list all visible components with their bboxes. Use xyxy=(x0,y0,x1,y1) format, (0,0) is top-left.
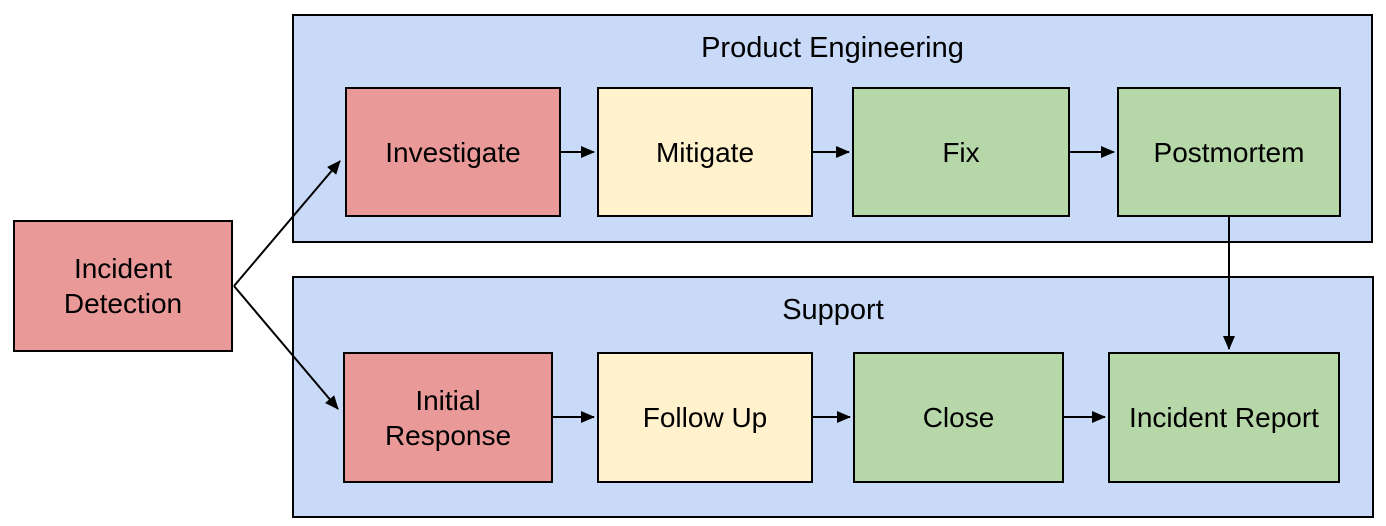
node-incident-detection: Incident Detection xyxy=(13,220,233,352)
node-label: Incident Report xyxy=(1129,402,1319,433)
lane-title-support: Support xyxy=(782,294,884,326)
node-label: Investigate xyxy=(385,136,521,168)
node-label: Follow Up xyxy=(642,402,768,433)
node-label: Postmortem xyxy=(1153,136,1305,168)
node-label: Fix xyxy=(942,136,980,168)
node-incident-report: Incident Report xyxy=(1108,352,1340,483)
node-close: Close xyxy=(853,352,1064,483)
node-investigate: Investigate xyxy=(345,87,561,217)
node-follow-up: Follow Up xyxy=(597,352,813,483)
node-label: Mitigate xyxy=(655,136,755,168)
node-postmortem: Postmortem xyxy=(1117,87,1341,217)
node-initial-response: Initial Response xyxy=(343,352,553,483)
node-label: Close xyxy=(922,402,995,433)
node-label: Incident Detection xyxy=(63,253,183,319)
node-fix: Fix xyxy=(852,87,1070,217)
node-mitigate: Mitigate xyxy=(597,87,813,217)
node-label: Initial Response xyxy=(384,384,512,451)
lane-title-product-engineering: Product Engineering xyxy=(701,32,964,64)
